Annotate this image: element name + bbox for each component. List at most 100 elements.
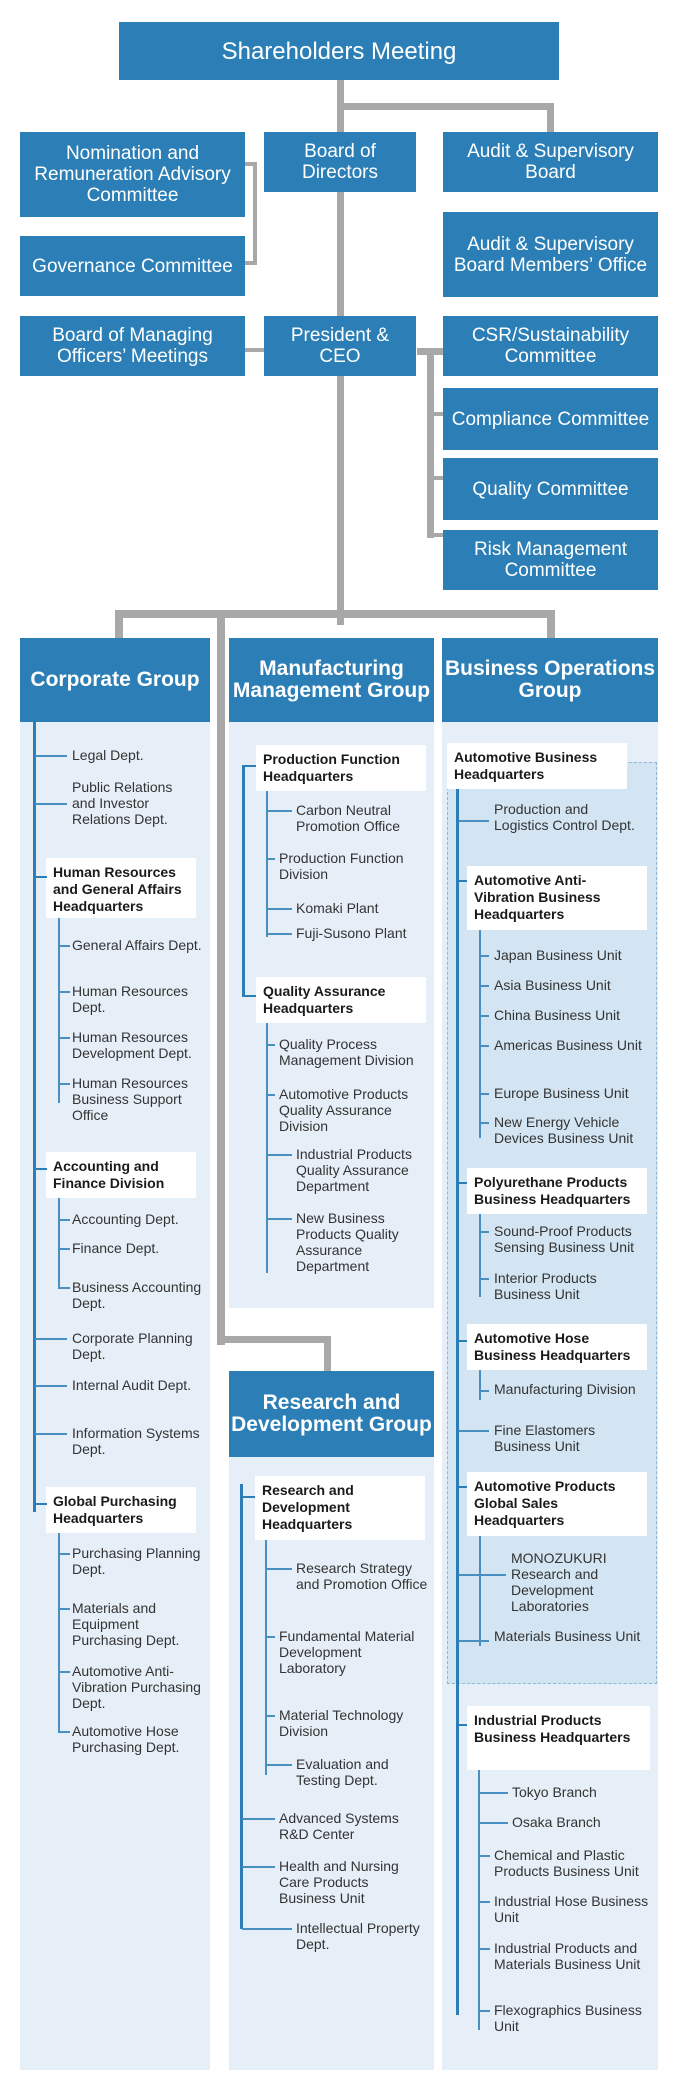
tick — [478, 1792, 508, 1794]
tick — [479, 985, 489, 987]
ind-unit-0: Tokyo Branch — [512, 1784, 597, 1800]
connector — [427, 476, 447, 480]
tick — [58, 1671, 70, 1673]
compliance-committee-box: Compliance Committee — [443, 388, 658, 450]
av-purchasing-dept: Automotive Anti-Vibration Purchasing Dep… — [72, 1663, 201, 1711]
connector — [217, 610, 225, 1345]
risk-committee-box: Risk Management Committee — [443, 530, 658, 590]
tick — [242, 1866, 275, 1868]
hr-hq-box: Human Resources and General Affairs Head… — [46, 858, 196, 918]
sub-spine — [479, 930, 481, 1138]
av-unit-5: New Energy Vehicle Devices Business Unit — [494, 1114, 634, 1146]
business-group-header: Business Operations Group — [442, 638, 658, 722]
tick — [479, 1045, 489, 1047]
connector — [547, 103, 554, 133]
av-unit-2: China Business Unit — [494, 1007, 621, 1023]
tick — [265, 1715, 275, 1717]
shareholders-meeting-box: Shareholders Meeting — [119, 22, 559, 80]
tick — [478, 2010, 490, 2012]
tick — [459, 1182, 467, 1184]
materials-equipment-purchasing-dept: Materials and Equipment Purchasing Dept. — [72, 1600, 180, 1648]
audit-office-box: Audit & Supervisory Board Members’ Offic… — [443, 212, 658, 297]
tick — [266, 1154, 292, 1156]
pu-unit-0: Sound-Proof Products Sensing Business Un… — [494, 1223, 635, 1255]
finance-dept: Finance Dept. — [72, 1240, 160, 1256]
connector — [253, 162, 257, 264]
tick — [35, 1433, 67, 1435]
general-affairs-dept: General Affairs Dept. — [72, 937, 202, 953]
tick — [459, 1486, 467, 1488]
tick — [242, 1928, 292, 1930]
tick — [479, 1093, 489, 1095]
carbon-neutral-office: Carbon Neutral Promotion Office — [296, 802, 401, 834]
legal-dept: Legal Dept. — [72, 747, 144, 763]
purchasing-planning-dept: Purchasing Planning Dept. — [72, 1545, 201, 1577]
tick — [35, 755, 67, 757]
connector — [427, 412, 447, 416]
av-unit-3: Americas Business Unit — [494, 1037, 642, 1053]
hr-development-dept: Human Resources Development Dept. — [72, 1029, 192, 1061]
tick — [479, 955, 489, 957]
business-accounting-dept: Business Accounting Dept. — [72, 1279, 202, 1311]
materials-business-unit: Materials Business Unit — [494, 1628, 641, 1644]
automotive-hq-box: Automotive Business Headquarters — [447, 743, 627, 789]
material-technology-division: Material Technology Division — [279, 1707, 404, 1739]
tick — [244, 995, 256, 997]
tick — [266, 1218, 292, 1220]
tick — [479, 1390, 489, 1392]
hose-manufacturing-division: Manufacturing Division — [494, 1381, 636, 1397]
tick — [58, 1287, 70, 1289]
tick — [35, 876, 47, 878]
anti-vibration-hq-box: Automotive Anti-Vibration Business Headq… — [467, 866, 647, 930]
komaki-plant: Komaki Plant — [296, 900, 379, 916]
av-unit-1: Asia Business Unit — [494, 977, 611, 993]
sub-spine — [58, 1198, 60, 1288]
hr-dept: Human Resources Dept. — [72, 983, 188, 1015]
auto-qa-division: Automotive Products Quality Assurance Di… — [279, 1086, 409, 1134]
fundamental-material-lab: Fundamental Material Development Laborat… — [279, 1628, 415, 1676]
tick — [242, 1496, 255, 1498]
tick — [242, 1818, 275, 1820]
tick — [35, 1385, 67, 1387]
board-of-directors-box: Board of Directors — [264, 132, 416, 192]
quality-committee-box: Quality Committee — [443, 458, 658, 520]
corporate-planning-dept: Corporate Planning Dept. — [72, 1330, 193, 1362]
av-unit-0: Japan Business Unit — [494, 947, 622, 963]
production-logistics-dept: Production and Logistics Control Dept. — [494, 801, 635, 833]
connector — [115, 610, 123, 638]
hr-support-office: Human Resources Business Support Office — [72, 1075, 188, 1123]
accounting-dept: Accounting Dept. — [72, 1211, 179, 1227]
tick — [58, 1083, 70, 1085]
sub-spine — [479, 1370, 481, 1400]
fine-elastomers-unit: Fine Elastomers Business Unit — [494, 1422, 596, 1454]
tick — [266, 908, 292, 910]
sub-spine — [479, 1214, 481, 1297]
manufacturing-group-header: Manufacturing Management Group — [229, 638, 434, 722]
tick — [58, 1731, 70, 1733]
ip-dept: Intellectual Property Dept. — [296, 1920, 420, 1952]
tick — [58, 945, 70, 947]
ind-unit-5: Flexographics Business Unit — [494, 2002, 642, 2034]
sub-spine — [266, 791, 268, 937]
sub-spine — [266, 1023, 268, 1273]
industrial-products-hq-box: Industrial Products Business Headquarter… — [467, 1706, 650, 1770]
production-function-hq-box: Production Function Headquarters — [256, 745, 426, 791]
tick — [478, 1822, 508, 1824]
ind-unit-2: Chemical and Plastic Products Business U… — [494, 1847, 639, 1879]
connector — [417, 348, 462, 355]
tick — [58, 1037, 70, 1039]
tick — [35, 1338, 67, 1340]
tick — [266, 1094, 275, 1096]
fuji-susono-plant: Fuji-Susono Plant — [296, 925, 407, 941]
ind-unit-1: Osaka Branch — [512, 1814, 601, 1830]
research-strategy-office: Research Strategy and Promotion Office — [296, 1560, 428, 1592]
quality-assurance-hq-box: Quality Assurance Headquarters — [256, 977, 426, 1023]
connector — [427, 348, 434, 538]
rnd-hq-box: Research and Development Headquarters — [255, 1476, 425, 1540]
tick — [265, 1764, 292, 1766]
tick — [35, 803, 67, 805]
connector — [245, 348, 265, 352]
panel-rnd — [229, 1455, 434, 2070]
sub-spine — [478, 1770, 480, 2030]
